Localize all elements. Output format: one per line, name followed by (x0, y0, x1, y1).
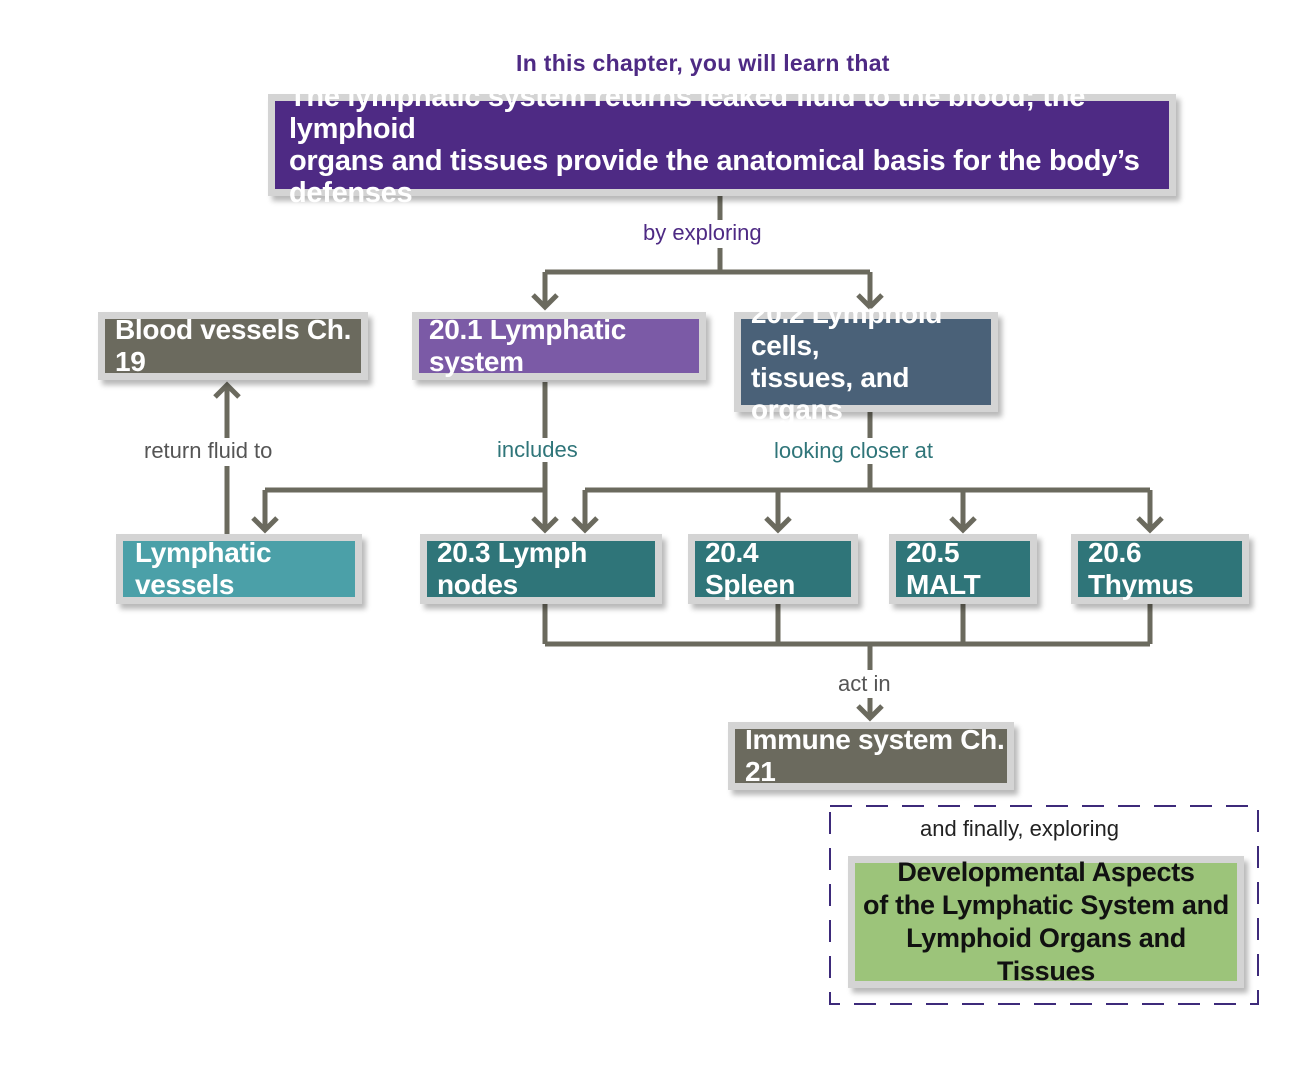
node-thymus: 20.6 Thymus (1071, 534, 1249, 604)
node-lymphatic-system: 20.1 Lymphatic system (412, 312, 706, 380)
node-lymphatic-vessels: Lymphatic vessels (116, 534, 362, 604)
node-developmental-line1: Developmental Aspects (897, 857, 1195, 887)
dashed-frame (829, 805, 1259, 1005)
arrowhead-thymus (1136, 516, 1164, 534)
node-immune-system-label: Immune system Ch. 21 (745, 724, 1005, 787)
node-developmental-line3: Lymphoid Organs and Tissues (906, 923, 1186, 986)
node-developmental-line2: of the Lymphatic System and (863, 890, 1229, 920)
main-statement-box: The lymphatic system returns leaked flui… (268, 81, 1176, 209)
node-thymus-label: 20.6 Thymus (1088, 537, 1194, 600)
node-lymph-nodes-label: 20.3 Lymph nodes (437, 537, 588, 600)
label-looking-closer-at: looking closer at (774, 438, 933, 463)
label-by-exploring: by exploring (643, 220, 762, 245)
label-act-in: act in (838, 671, 891, 696)
node-lymph-nodes: 20.3 Lymph nodes (420, 534, 662, 604)
arrowhead-blood-vessels (213, 381, 241, 399)
arrowhead-lymphatic-vessels (251, 516, 279, 534)
arrowhead-lymphatic-system (531, 293, 559, 311)
arrowhead-lymph-nodes (531, 516, 559, 534)
node-lymphoid-cells-line2: tissues, and organs (751, 362, 910, 425)
main-statement-line2: organs and tissues provide the anatomica… (289, 145, 1140, 209)
node-spleen-label: 20.4 Spleen (705, 537, 796, 600)
node-developmental-aspects: Developmental Aspects of the Lymphatic S… (848, 856, 1244, 988)
label-includes: includes (497, 437, 578, 462)
label-and-finally: and finally, exploring (920, 816, 1119, 841)
label-return-fluid-to: return fluid to (144, 438, 273, 463)
node-malt-label: 20.5 MALT (906, 537, 981, 600)
node-lymphoid-cells: 20.2 Lymphoid cells, tissues, and organs (734, 298, 998, 425)
arrowhead-immune-system (856, 704, 884, 722)
intro-heading: In this chapter, you will learn that (516, 50, 890, 76)
node-blood-vessels-label: Blood vessels Ch. 19 (115, 314, 352, 377)
node-spleen: 20.4 Spleen (688, 534, 858, 604)
arrowhead-malt (949, 516, 977, 534)
arrowhead-lymphoid-cells (856, 293, 884, 311)
main-statement-line1: The lymphatic system returns leaked flui… (289, 81, 1086, 145)
node-immune-system: Immune system Ch. 21 (728, 722, 1014, 790)
node-lymphatic-vessels-label: Lymphatic vessels (135, 537, 272, 600)
arrowhead-lymph-nodes-2 (571, 516, 599, 534)
node-lymphoid-cells-line1: 20.2 Lymphoid cells, (751, 298, 943, 361)
node-lymphatic-system-label: 20.1 Lymphatic system (429, 314, 627, 377)
node-malt: 20.5 MALT (889, 534, 1037, 604)
node-blood-vessels: Blood vessels Ch. 19 (98, 312, 368, 380)
arrowhead-spleen (764, 516, 792, 534)
